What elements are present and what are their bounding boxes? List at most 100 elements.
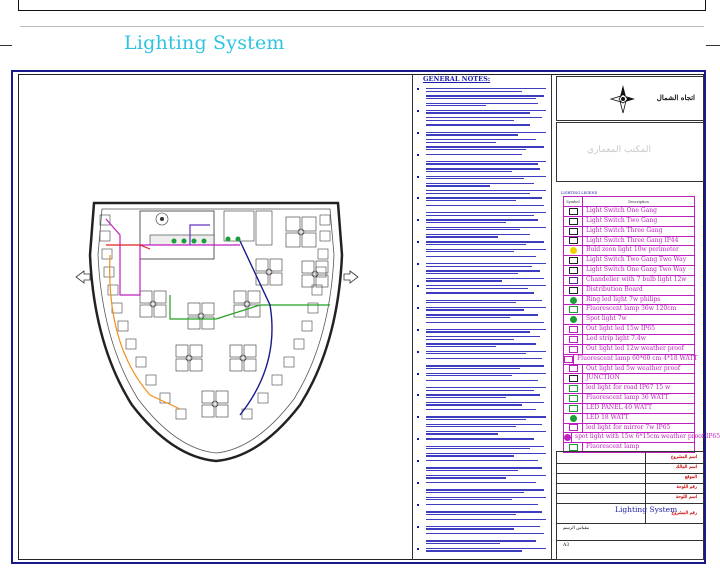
lighting-legend: Symbol Description Light Switch One Gang… bbox=[563, 196, 720, 454]
note-line bbox=[413, 268, 551, 275]
note-line bbox=[413, 210, 551, 217]
board-icon bbox=[564, 285, 583, 295]
legend-item-description: Fluorescent lamp 36 WATT bbox=[586, 394, 669, 402]
legend-item: Light Switch Three Gang IP44 bbox=[564, 236, 694, 247]
margin-mark bbox=[706, 45, 720, 46]
legend-item: JUNCTION bbox=[564, 374, 694, 385]
legend-item-description: Light Switch Two Gang bbox=[586, 216, 658, 224]
note-line bbox=[413, 327, 551, 334]
note-line bbox=[413, 371, 551, 378]
legend-item-description: led light for mirror 7w IP65 bbox=[586, 423, 671, 431]
legend-item: Light Switch Two Gang Two Way bbox=[564, 256, 694, 267]
legend-item-description: Spot light 7w bbox=[586, 315, 627, 323]
note-line bbox=[413, 217, 551, 224]
fluorescent-icon bbox=[564, 305, 583, 315]
note-line bbox=[413, 188, 551, 195]
outlight-icon bbox=[564, 325, 583, 334]
legend-item-description: led light for road IP67 15 w bbox=[586, 384, 671, 392]
note-line bbox=[413, 298, 551, 305]
note-line bbox=[413, 524, 551, 531]
legend-item: Out light led 15w IP65 bbox=[564, 325, 694, 335]
note-line bbox=[413, 385, 551, 392]
scale-label: مقياس الرسم bbox=[563, 526, 590, 531]
switch-icon bbox=[564, 266, 583, 275]
legend-item: LED PANEL 40 WATT bbox=[564, 403, 694, 414]
legend-item: Led strip light 7.4w bbox=[564, 334, 694, 345]
legend-item: Light Switch One Gang Two Way bbox=[564, 266, 694, 276]
legend-item-description: Led strip light 7.4w bbox=[586, 334, 646, 342]
legend-item-description: Light Switch Two Gang Two Way bbox=[586, 256, 687, 264]
outlight-icon bbox=[564, 364, 583, 374]
spot-icon bbox=[564, 433, 572, 443]
legend-item: Fluorescent lamp bbox=[564, 443, 694, 453]
note-line bbox=[413, 451, 551, 458]
note-line bbox=[413, 115, 551, 122]
note-line bbox=[413, 290, 551, 297]
note-line bbox=[413, 458, 551, 465]
note-line bbox=[413, 487, 551, 494]
spot-light-icon bbox=[171, 236, 241, 244]
general-notes: GENERAL NOTES: bbox=[412, 74, 552, 560]
panel-icon bbox=[564, 403, 583, 413]
outer-wall bbox=[88, 201, 344, 463]
fluorescent-icon bbox=[564, 443, 583, 453]
note-line bbox=[413, 130, 551, 137]
note-line bbox=[413, 436, 551, 443]
note-line bbox=[413, 414, 551, 421]
note-line bbox=[413, 239, 551, 246]
ring-icon bbox=[564, 295, 583, 305]
roadlight-icon bbox=[564, 384, 583, 394]
note-line bbox=[413, 152, 551, 159]
entry-arrow-right-icon bbox=[343, 270, 359, 284]
circuit-navy bbox=[239, 240, 273, 416]
switch-icon bbox=[564, 226, 583, 236]
drawing-sheet-inner-frame bbox=[18, 74, 704, 560]
circuit-magenta bbox=[105, 218, 240, 296]
legend-item-description: Light Switch Three Gang IP44 bbox=[586, 236, 679, 244]
legend-item: Distribution Board bbox=[564, 285, 694, 296]
note-line bbox=[413, 546, 551, 553]
circuit-orange bbox=[109, 254, 181, 410]
circuit-green bbox=[169, 295, 330, 320]
note-line bbox=[413, 495, 551, 502]
note-line bbox=[413, 473, 551, 480]
note-line bbox=[413, 86, 551, 93]
note-line bbox=[413, 400, 551, 407]
field-project-name: اسم المشروع bbox=[670, 455, 697, 460]
margin-mark bbox=[0, 45, 12, 46]
note-line bbox=[413, 181, 551, 188]
legend-item-description: JUNCTION bbox=[586, 374, 620, 382]
legend-item: spot light with 15w 6*15cm weather proof… bbox=[564, 433, 720, 444]
note-line bbox=[413, 422, 551, 429]
north-label: اتجاه الشمال bbox=[656, 93, 695, 102]
switch-icon bbox=[564, 256, 583, 266]
circuit-purple bbox=[189, 224, 210, 245]
legend-item-description: Light Switch Three Gang bbox=[586, 226, 663, 234]
strip-icon bbox=[564, 334, 583, 344]
fluorescent-icon bbox=[564, 394, 583, 403]
legend-item: LED 18 WATT bbox=[564, 413, 694, 424]
spot-icon bbox=[564, 315, 583, 325]
note-line bbox=[413, 108, 551, 115]
previous-sheet-frame bbox=[18, 0, 706, 11]
note-line bbox=[413, 509, 551, 516]
note-line bbox=[413, 254, 551, 261]
note-line bbox=[413, 137, 551, 144]
field-location: الموقع bbox=[684, 475, 697, 480]
legend-item-description: Fluorescent lamp 36w 120cm bbox=[586, 305, 677, 313]
note-line bbox=[413, 203, 551, 210]
field-drawing-name: اسم اللوحة bbox=[675, 495, 697, 500]
switch-icon bbox=[564, 216, 583, 226]
note-line bbox=[413, 517, 551, 524]
legend-item: Light Switch Two Gang bbox=[564, 216, 694, 227]
note-line bbox=[413, 144, 551, 151]
fixture bbox=[155, 212, 169, 226]
legend-item: Chandelier with 7 bulb light 12w bbox=[564, 275, 694, 286]
note-line bbox=[413, 407, 551, 414]
bulb-icon bbox=[564, 246, 583, 256]
switch-icon bbox=[564, 236, 583, 246]
legend-item-description: Chandelier with 7 bulb light 12w bbox=[586, 275, 687, 283]
note-line bbox=[413, 538, 551, 545]
note-line bbox=[413, 312, 551, 319]
